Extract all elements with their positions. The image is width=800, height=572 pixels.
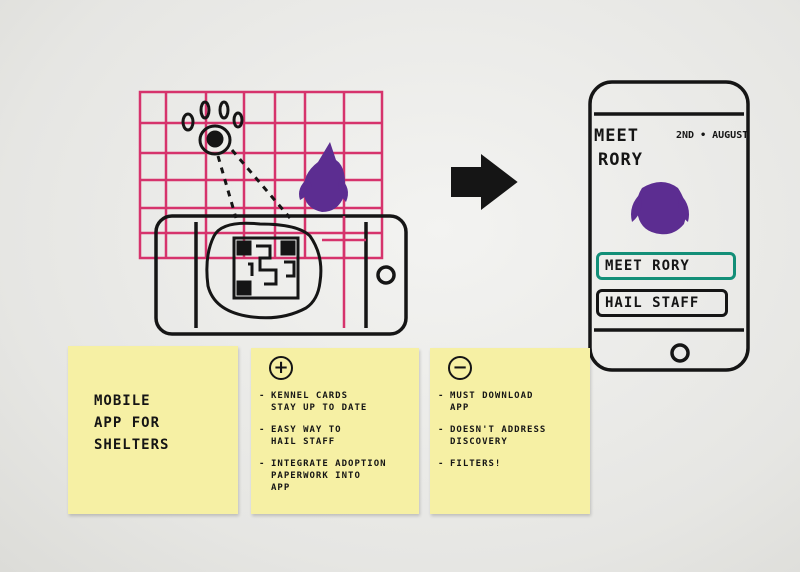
- list-item: Easy way to hail staff: [259, 424, 409, 448]
- portrait-phone: [588, 80, 750, 372]
- pet-photo: [631, 182, 689, 235]
- list-item: Must download app: [438, 390, 588, 414]
- kennel-grid: [138, 90, 384, 260]
- arrow-right-icon: [451, 153, 518, 211]
- meet-pet-button[interactable]: Meet Rory: [596, 252, 736, 280]
- phone-pet-name: Rory: [598, 150, 643, 170]
- sticky-note-cons: − Must download app Doesn't address disc…: [430, 348, 590, 514]
- list-item: Filters!: [438, 458, 588, 470]
- minus-icon: −: [448, 356, 472, 380]
- phone-date: 2nd • August: [676, 130, 749, 141]
- list-item: Kennel cards stay up to date: [259, 390, 409, 414]
- hail-staff-button[interactable]: Hail Staff: [596, 289, 728, 317]
- phone-heading: Meet: [594, 126, 639, 146]
- pros-list: Kennel cards stay up to date Easy way to…: [259, 390, 409, 504]
- dog-illustration: [299, 142, 348, 212]
- title-note-text: Mobile App for Shelters: [94, 393, 170, 453]
- list-item: Integrate adoption paperwork into app: [259, 458, 409, 494]
- sticky-note-title: Mobile App for Shelters: [68, 346, 238, 514]
- paw-print-icon: [181, 100, 244, 156]
- plus-icon: +: [269, 356, 293, 380]
- qr-code-icon: [232, 236, 300, 300]
- cons-list: Must download app Doesn't address discov…: [438, 390, 588, 480]
- sticky-note-pros: + Kennel cards stay up to date Easy way …: [251, 348, 419, 514]
- home-button-icon: [670, 343, 690, 363]
- list-item: Doesn't address discovery: [438, 424, 588, 448]
